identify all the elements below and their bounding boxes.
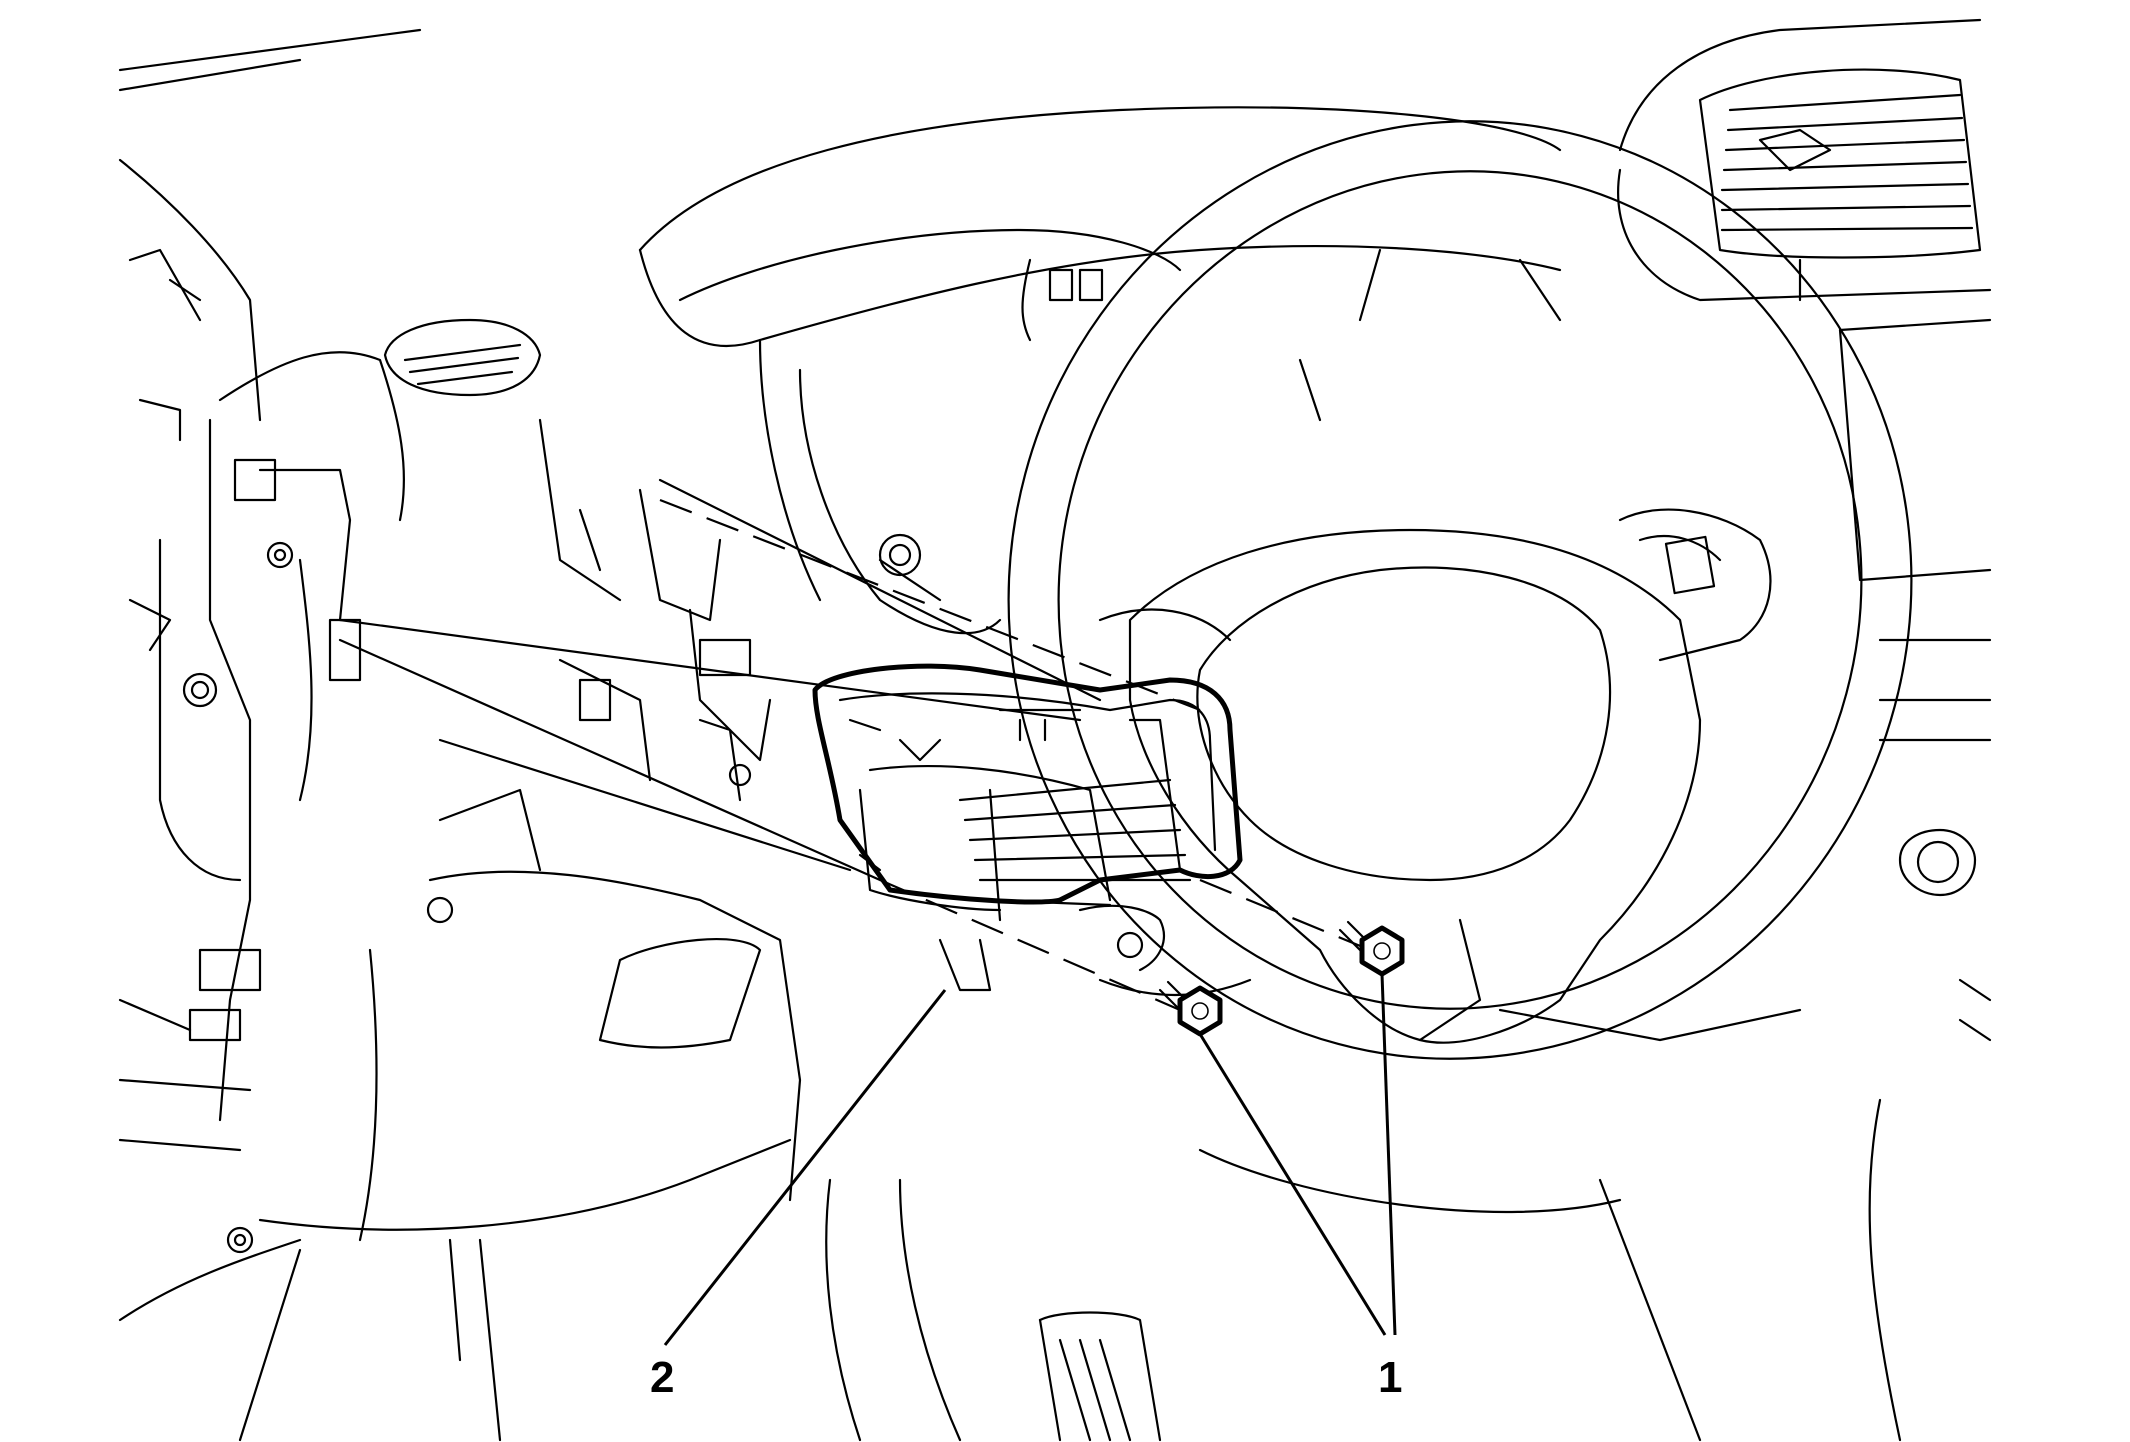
left-dash-bracket — [118, 158, 454, 1322]
dash-top-contours — [118, 18, 1992, 302]
dash-cavity-structure — [438, 418, 942, 872]
bolts — [1158, 920, 1405, 1037]
leader-1a — [1198, 1033, 1387, 1336]
leader-1b — [1380, 973, 1397, 1336]
right-dash-contours — [1838, 318, 1992, 1442]
left-side-vent — [383, 318, 542, 397]
bolt-upper — [1338, 920, 1405, 977]
steering-wheel — [1007, 120, 1913, 1060]
pedal-footwell — [825, 1148, 1702, 1442]
callout-leaders — [663, 973, 1397, 1346]
center-vent — [1698, 68, 1982, 302]
alignment-lines — [338, 478, 1371, 1012]
callout-label-1: 1 — [1378, 1353, 1402, 1402]
leader-2 — [663, 989, 947, 1346]
lower-dash-panel — [238, 870, 802, 1442]
air-vent-assembly — [812, 663, 1243, 992]
callout-label-2: 2 — [650, 1353, 674, 1402]
bolt-lower — [1158, 980, 1223, 1037]
instrument-cluster-hood — [638, 228, 1562, 635]
